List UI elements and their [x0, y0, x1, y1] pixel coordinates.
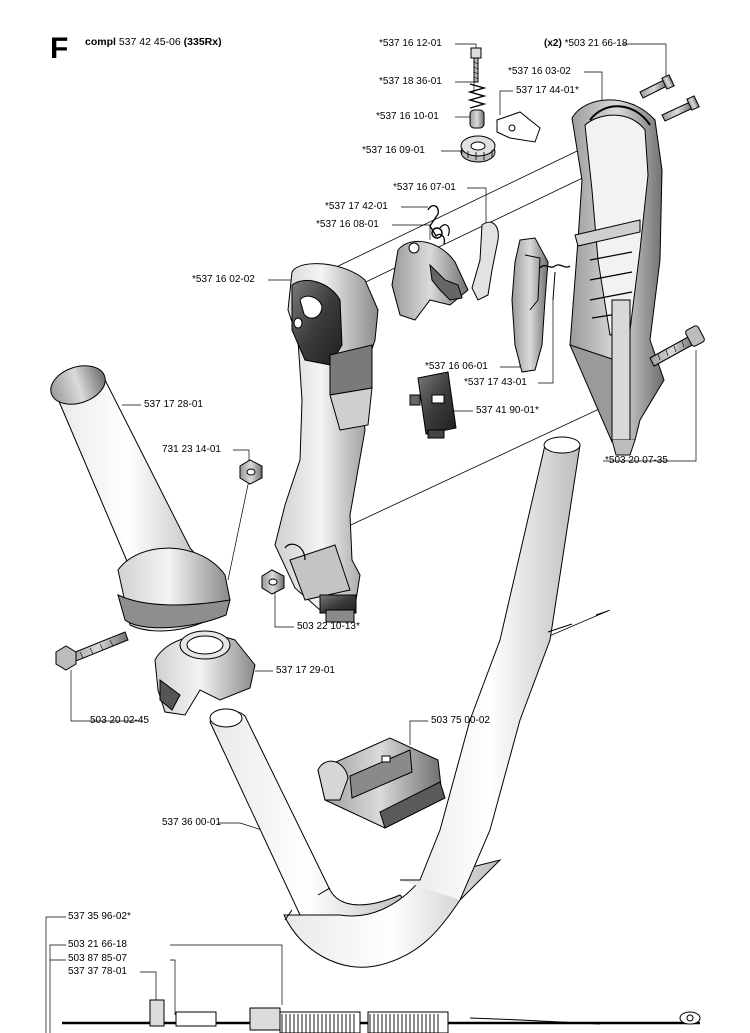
screw-503-20-02-45: [55, 631, 129, 671]
part-label: 537 41 90-01*: [476, 405, 539, 416]
part-label: 537 17 29-01: [276, 665, 335, 676]
part-label: *537 16 12-01: [379, 38, 442, 49]
compl-word: compl: [85, 36, 116, 48]
part-number: *503 21 66-18: [564, 38, 628, 49]
part-label: 503 21 66-18: [68, 939, 127, 950]
nut-503-22-10-13: [261, 569, 285, 595]
throttle-cable: [62, 999, 701, 1033]
part-label: *537 16 06-01: [425, 361, 488, 372]
screw-503-20-07-35: [649, 325, 705, 367]
part-label: *537 16 10-01: [376, 111, 439, 122]
part-label: *537 16 02-02: [192, 274, 255, 285]
part-label: 537 17 44-01*: [516, 85, 579, 96]
handle-housing-left: [274, 263, 379, 623]
part-label: 503 75 00-02: [431, 715, 490, 726]
assembly-number: 537 42 45-06: [118, 36, 181, 48]
nut-731-23-14-01: [239, 459, 263, 485]
part-label: *537 17 43-01: [464, 377, 527, 388]
throttle-parts: [391, 205, 571, 373]
loop-tube: [209, 436, 609, 968]
part-label: *537 16 07-01: [393, 182, 456, 193]
stop-switch: [409, 371, 457, 439]
barrier-bracket: [317, 737, 446, 829]
part-label: 731 23 14-01: [162, 444, 221, 455]
screws-top-right: [639, 74, 700, 122]
part-label: 537 37 78-01: [68, 966, 127, 977]
part-label: 503 87 85-07: [68, 953, 127, 964]
part-qty: (x2): [544, 38, 562, 49]
part-label: *537 16 08-01: [316, 219, 379, 230]
left-grip: [50, 365, 231, 632]
clamp-537-17-29-01: [154, 630, 256, 716]
part-label: 537 17 28-01: [144, 399, 203, 410]
part-label: *503 20 07-35: [605, 455, 668, 466]
handle-housing-right: [569, 99, 665, 456]
part-label: 503 20 02-45: [90, 715, 149, 726]
part-label: *537 16 03-02: [508, 66, 571, 77]
part-label: *537 16 09-01: [362, 145, 425, 156]
part-label: 503 22 10-13*: [297, 621, 360, 632]
section-letter: F: [50, 32, 69, 65]
part-label: *537 18 36-01: [379, 76, 442, 87]
model-label: (335Rx): [183, 36, 222, 48]
assembly-header: compl 537 42 45-06 (335Rx): [85, 36, 222, 48]
part-label: 537 35 96-02*: [68, 911, 131, 922]
stop-switch-parts: [460, 47, 541, 163]
part-label: *537 17 42-01: [325, 201, 388, 212]
part-label: 537 36 00-01: [162, 817, 221, 828]
part-label: (x2) *503 21 66-18: [544, 38, 627, 50]
